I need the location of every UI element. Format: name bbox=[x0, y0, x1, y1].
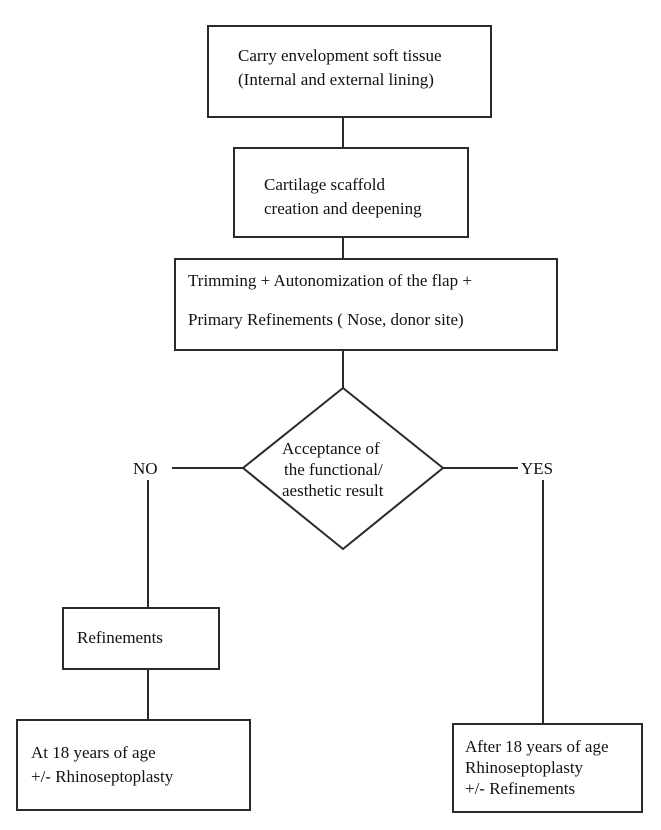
step-trimming-line1: Trimming + Autonomization of the flap + bbox=[188, 271, 472, 290]
refinements-label: Refinements bbox=[77, 628, 163, 647]
step-cartilage-box: Cartilage scaffold creation and deepenin… bbox=[233, 147, 469, 238]
decision-diamond bbox=[241, 386, 445, 551]
no-outcome-box: At 18 years of age +/- Rhinoseptoplasty bbox=[16, 719, 251, 811]
decision-line1: Acceptance of bbox=[282, 439, 380, 458]
step-trimming-box: Trimming + Autonomization of the flap + … bbox=[174, 258, 558, 351]
no-label: NO bbox=[133, 459, 158, 478]
decision-line3: aesthetic result bbox=[282, 481, 384, 500]
yes-outcome-line2: Rhinoseptoplasty bbox=[465, 758, 584, 777]
no-outcome-line1: At 18 years of age bbox=[31, 743, 156, 762]
refinements-box: Refinements bbox=[62, 607, 220, 670]
yes-outcome-line3: +/- Refinements bbox=[465, 779, 576, 798]
decision-text: Acceptance of the functional/ aesthetic … bbox=[282, 438, 412, 501]
yes-outcome-box: After 18 years of age Rhinoseptoplasty +… bbox=[452, 723, 643, 813]
no-outcome-line2: +/- Rhinoseptoplasty bbox=[31, 767, 174, 786]
step-cartilage-line1: Cartilage scaffold bbox=[264, 175, 386, 194]
step-cartilage-line2: creation and deepening bbox=[264, 199, 422, 218]
step-soft-tissue-line1: Carry envelopment soft tissue bbox=[238, 46, 442, 65]
yes-outcome-line1: After 18 years of age bbox=[465, 737, 609, 756]
step-soft-tissue-line2: (Internal and external lining) bbox=[238, 70, 434, 89]
yes-label: YES bbox=[521, 459, 554, 478]
step-trimming-line2: Primary Refinements ( Nose, donor site) bbox=[188, 310, 464, 329]
step-soft-tissue-box: Carry envelopment soft tissue (Internal … bbox=[207, 25, 492, 118]
decision-line2: the functional/ bbox=[284, 460, 383, 479]
